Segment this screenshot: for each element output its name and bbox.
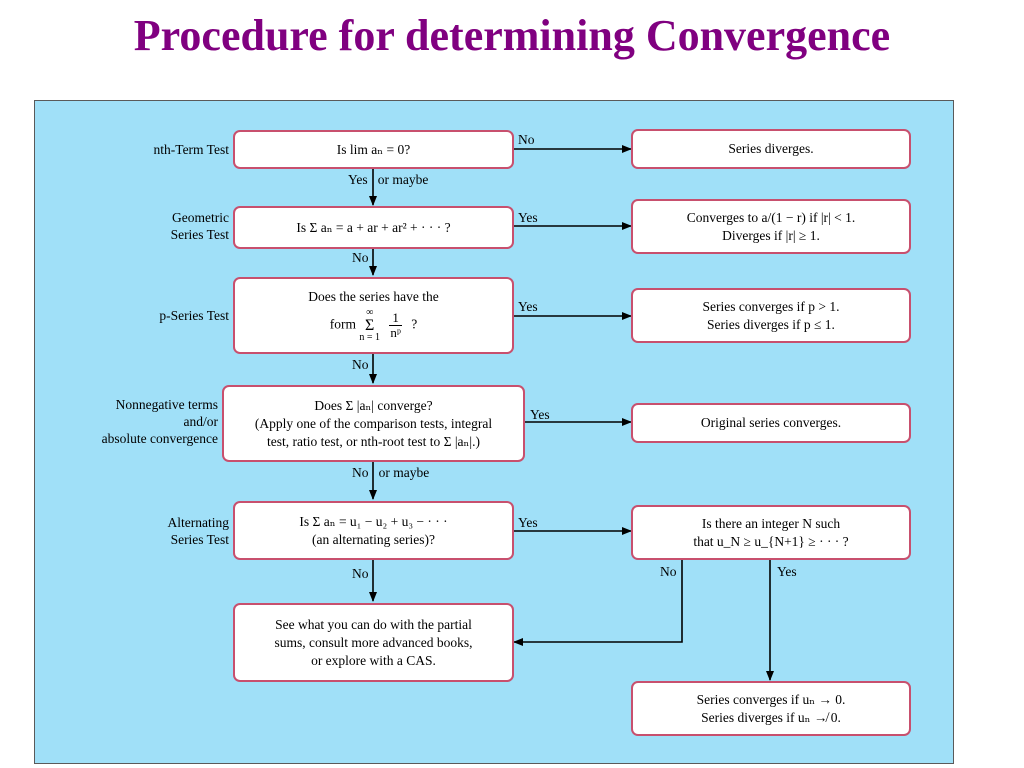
- geo-result-line2: Diverges if |r| ≥ 1.: [722, 227, 820, 243]
- nonneg-line2: (Apply one of the comparison tests, inte…: [254, 415, 493, 431]
- label-geometric-test: Geometric Series Test: [171, 209, 229, 243]
- box-nonneg-result: Original series converges.: [631, 403, 911, 443]
- box-geometric-result: Converges to a/(1 − r) if |r| < 1. Diver…: [631, 199, 911, 254]
- label-geometric-line2: Series Test: [170, 227, 229, 242]
- page-title: Procedure for determining Convergence: [133, 11, 891, 60]
- edge-label-nth-yes-or-maybe: Yes or maybe: [348, 172, 429, 187]
- label-nonneg-test: Nonnegative terms and/or absolute conver…: [102, 396, 218, 447]
- p-result-line2: Series diverges if p ≤ 1.: [707, 316, 835, 332]
- box-alternating-result: Series converges if uₙ → 0. Series diver…: [631, 681, 911, 736]
- edge-label-nonneg-no-or-maybe: No or maybe: [352, 465, 430, 480]
- geo-question-text: Is Σ aₙ = a + ar + ar² + · · · ?: [296, 219, 451, 235]
- p-result-line1: Series converges if p > 1.: [702, 298, 840, 314]
- edge-label-geo-yes: Yes: [518, 210, 538, 225]
- box-p-series-question: Does the series have the form ∞ Σ n = 1 …: [233, 277, 514, 354]
- label-alternating-test: Alternating Series Test: [168, 514, 229, 548]
- label-nonneg-line1: Nonnegative terms: [115, 397, 218, 412]
- sigma-upper: ∞: [366, 307, 374, 318]
- label-nth-term-test: nth-Term Test: [153, 142, 229, 157]
- nonneg-line3: test, ratio test, or nth-root test to Σ …: [267, 433, 480, 449]
- edge-label-nth-no: No: [518, 132, 535, 147]
- alt-result-line2: Series diverges if uₙ ↛ 0.: [701, 709, 841, 725]
- nonneg-line1: Does Σ |aₙ| converge?: [314, 397, 433, 413]
- box-nonneg-question: Does Σ |aₙ| converge? (Apply one of the …: [222, 385, 525, 462]
- p-fraction-denominator: nᵖ: [390, 325, 401, 340]
- label-nonneg-line3: absolute convergence: [101, 431, 218, 446]
- box-p-result: Series converges if p > 1. Series diverg…: [631, 288, 911, 343]
- sigma-symbol: ∞ Σ n = 1: [359, 308, 380, 343]
- label-geometric-line1: Geometric: [172, 210, 229, 225]
- alt-line2: (an alternating series)?: [312, 531, 435, 547]
- box-alternating-question: Is Σ aₙ = u₁ − u₂ + u₃ − · · · (an alter…: [233, 501, 514, 560]
- label-alternating-line1: Alternating: [167, 515, 229, 530]
- edge-label-check-no: No: [660, 564, 677, 579]
- p-question-form: form: [329, 316, 356, 332]
- nth-question-text: Is lim aₙ = 0?: [336, 141, 411, 157]
- box-nth-term-question: Is lim aₙ = 0?: [233, 130, 514, 169]
- edge-label-alt-yes: Yes: [518, 515, 538, 530]
- label-alternating-line2: Series Test: [170, 532, 229, 547]
- partial-line2: sums, consult more advanced books,: [274, 634, 473, 650]
- alt-result-line1: Series converges if uₙ → 0.: [696, 691, 846, 707]
- alt-check-line1: Is there an integer N such: [701, 515, 841, 531]
- box-partial-sums: See what you can do with the partial sum…: [233, 603, 514, 682]
- alt-check-line2: that u_N ≥ u_{N+1} ≥ · · · ?: [693, 533, 849, 549]
- label-nonneg-line2: and/or: [183, 414, 219, 429]
- edge-label-p-yes: Yes: [518, 299, 538, 314]
- sigma-sign: Σ: [365, 317, 375, 334]
- partial-line3: or explore with a CAS.: [311, 652, 436, 668]
- edge-label-geo-no: No: [352, 250, 369, 265]
- p-question-line1: Does the series have the: [308, 289, 439, 304]
- p-question-mark: ?: [411, 316, 418, 332]
- diverges-text: Series diverges.: [728, 141, 814, 156]
- nonneg-result-text: Original series converges.: [700, 415, 842, 430]
- box-alternating-check: Is there an integer N such that u_N ≥ u_…: [631, 505, 911, 560]
- label-p-series-test: p-Series Test: [159, 308, 229, 323]
- box-series-diverges: Series diverges.: [631, 129, 911, 169]
- p-fraction-numerator: 1: [389, 311, 402, 326]
- edge-label-alt-no: No: [352, 566, 369, 581]
- geo-result-line1: Converges to a/(1 − r) if |r| < 1.: [686, 209, 856, 225]
- p-fraction: 1 nᵖ: [389, 311, 402, 340]
- edge-label-check-yes: Yes: [777, 564, 797, 579]
- edge-label-p-no: No: [352, 357, 369, 372]
- alt-line1: Is Σ aₙ = u₁ − u₂ + u₃ − · · ·: [299, 513, 448, 529]
- partial-line1: See what you can do with the partial: [275, 616, 472, 632]
- sigma-lower: n = 1: [359, 332, 380, 343]
- edge-label-nonneg-yes: Yes: [530, 407, 550, 422]
- box-geometric-question: Is Σ aₙ = a + ar + ar² + · · · ?: [233, 206, 514, 249]
